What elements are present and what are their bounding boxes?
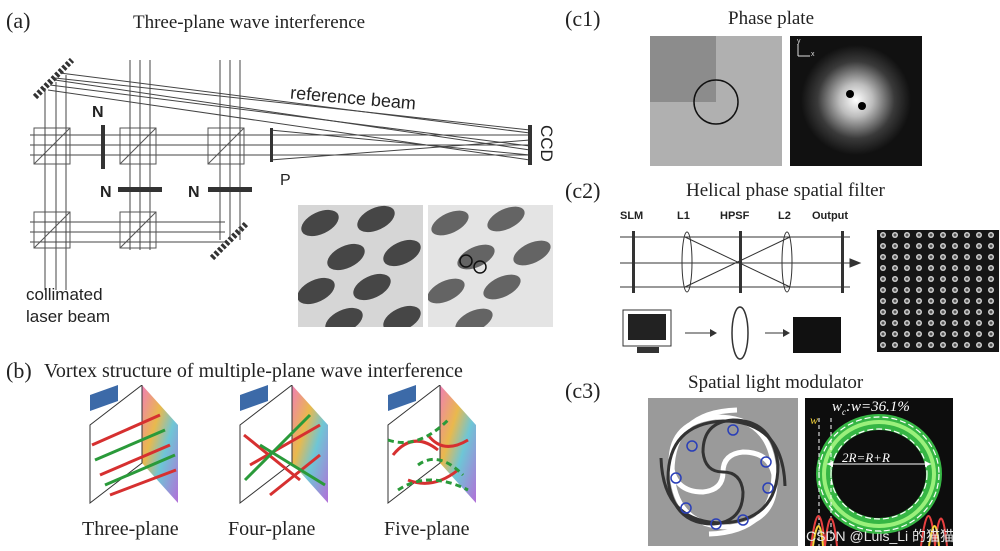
phase-plate-image [650, 36, 782, 166]
interference-pattern-2 [428, 205, 553, 327]
wc-subscript: c [842, 407, 847, 417]
caption-five-plane: Five-plane [384, 518, 470, 540]
ccd-sensor [528, 125, 532, 165]
l1-label: L1 [677, 210, 690, 222]
n2-label: N [100, 184, 112, 201]
five-plane-structure [387, 385, 476, 505]
mirror-bottom [209, 221, 249, 261]
filter-n2 [118, 187, 162, 192]
panel-b-label: (b) [6, 358, 32, 383]
radius-eq-part2: =R [856, 450, 874, 465]
panel-c1-label: (c1) [565, 6, 601, 31]
csdn-watermark: CSDN @Luis_Li 的猫猫 [806, 528, 955, 544]
n3-label: N [188, 184, 200, 201]
horizontal-beams-bottom [30, 221, 225, 243]
ratio-text: :w=36.1% [846, 399, 910, 415]
panel-a-label: (a) [6, 8, 31, 33]
w-label: w [810, 413, 819, 427]
panel-b-title: Vortex structure of multiple-plane wave … [44, 360, 463, 382]
interference-pattern-1 [298, 205, 423, 327]
slm-label: SLM [620, 210, 644, 222]
vortex-structures [89, 385, 476, 505]
ccd-label: CCD [537, 125, 556, 162]
phase-plate-output-image [790, 36, 922, 166]
filter-n3 [208, 187, 252, 192]
filter-n1 [101, 125, 105, 169]
vortex-marker-1 [459, 254, 473, 268]
ring-beam-image [805, 398, 953, 546]
panel-c3-label: (c3) [565, 378, 601, 403]
axis-y-label: y [797, 38, 801, 45]
hpsf-optical-setup [620, 231, 862, 360]
panel-c3-title: Spatial light modulator [688, 372, 864, 393]
l2-label: L2 [778, 210, 791, 222]
radius-eq-part1: 2R [842, 450, 857, 465]
panel-c2-title: Helical phase spatial filter [686, 180, 885, 201]
axis-x-label: x [811, 51, 815, 58]
interferometer-diagram [30, 57, 532, 290]
caption-three-plane: Three-plane [82, 518, 179, 540]
caption-four-plane: Four-plane [228, 518, 316, 540]
spiral-phase-image [648, 398, 798, 546]
panel-c1-title: Phase plate [728, 8, 815, 29]
collimated-label-line1: collimated [26, 285, 103, 304]
radius-eq-part3: +R [873, 450, 890, 465]
wc-symbol: w [832, 399, 843, 415]
output-lattice-image [877, 230, 999, 352]
output-label: Output [812, 210, 849, 222]
collimated-label-line2: laser beam [26, 307, 111, 326]
vortex-marker-2 [473, 260, 487, 274]
reference-beam-rays [47, 72, 531, 161]
three-plane-structure [89, 385, 178, 505]
radius-equation: 2R=R+R [842, 450, 890, 466]
four-plane-structure [239, 385, 328, 505]
beam-splitter-cubes [33, 127, 245, 249]
panel-c2-label: (c2) [565, 178, 601, 203]
horizontal-beams-top [30, 129, 531, 161]
hpsf-label: HPSF [720, 210, 750, 222]
n1-label: N [92, 104, 104, 121]
panel-a-title: Three-plane wave interference [133, 12, 366, 33]
mirror-top [32, 57, 75, 100]
p-label: P [280, 172, 291, 189]
polarizer-p [270, 128, 273, 162]
ring-ratio-annotation: wc:w=36.1% [832, 399, 910, 417]
